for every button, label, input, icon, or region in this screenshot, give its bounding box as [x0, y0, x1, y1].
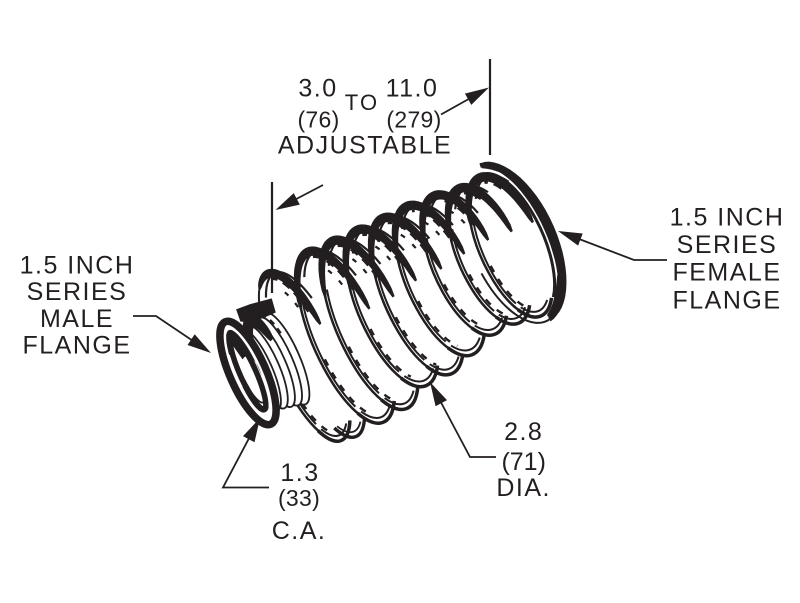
svg-text:MALE: MALE — [40, 305, 114, 333]
svg-text:2.8: 2.8 — [504, 418, 543, 446]
svg-text:3.0: 3.0 — [298, 75, 337, 103]
svg-text:FLANGE: FLANGE — [22, 332, 131, 360]
svg-text:(76): (76) — [297, 107, 339, 133]
svg-text:(279): (279) — [386, 107, 441, 133]
svg-text:(33): (33) — [278, 485, 320, 511]
svg-text:1.3: 1.3 — [280, 459, 319, 487]
svg-text:TO: TO — [345, 90, 380, 115]
svg-text:FEMALE: FEMALE — [672, 259, 781, 287]
svg-text:(71): (71) — [501, 448, 545, 476]
svg-text:1.5 INCH: 1.5 INCH — [670, 204, 785, 232]
svg-text:11.0: 11.0 — [386, 75, 439, 103]
svg-text:DIA.: DIA. — [496, 474, 551, 502]
svg-text:1.5 INCH: 1.5 INCH — [20, 251, 135, 279]
svg-text:C.A.: C.A. — [272, 517, 327, 545]
svg-text:FLANGE: FLANGE — [672, 286, 781, 314]
svg-text:ADJUSTABLE: ADJUSTABLE — [278, 132, 452, 160]
svg-text:SERIES: SERIES — [27, 278, 128, 306]
svg-text:SERIES: SERIES — [677, 231, 778, 259]
